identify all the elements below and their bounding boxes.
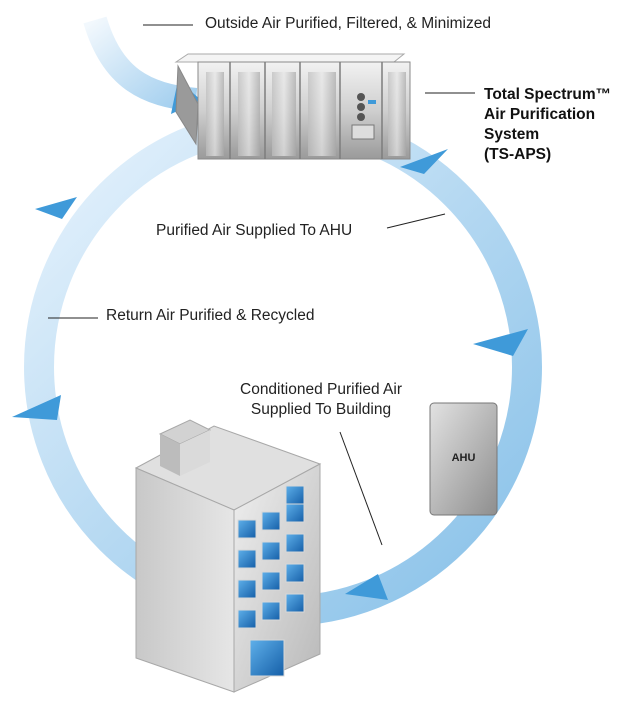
flow-arrow-icon xyxy=(400,149,448,174)
window xyxy=(285,593,305,613)
window xyxy=(285,503,305,523)
ahu-unit-image xyxy=(429,402,498,516)
window xyxy=(261,541,281,561)
window xyxy=(237,609,257,629)
flow-arrow-icon xyxy=(35,197,77,219)
system-name-line: Total Spectrum™ xyxy=(484,86,612,103)
building-door xyxy=(249,639,285,677)
flow-arrow-icon xyxy=(12,395,61,420)
conditioned-air-line: Conditioned Purified Air xyxy=(240,381,402,398)
system-name-line: Air Purification xyxy=(484,106,596,123)
ahu-unit-label: AHU xyxy=(451,452,476,464)
purified-to-ahu-label: Purified Air Supplied To AHU xyxy=(156,222,353,239)
system-name-label: Total Spectrum™ Air Purification System … xyxy=(484,85,611,165)
window xyxy=(261,571,281,591)
return-air-label: Return Air Purified & Recycled xyxy=(106,307,315,324)
system-name-line: (TS-APS) xyxy=(484,146,552,163)
window xyxy=(237,579,257,599)
system-name-line: System xyxy=(484,126,540,143)
conditioned-air-label: Conditioned Purified Air Supplied To Bui… xyxy=(223,380,419,420)
conditioned-air-leader-line xyxy=(339,431,383,546)
window xyxy=(285,563,305,583)
window xyxy=(261,601,281,621)
conditioned-air-line: Supplied To Building xyxy=(250,401,392,418)
outside-air-label: Outside Air Purified, Filtered, & Minimi… xyxy=(205,15,491,32)
window xyxy=(261,511,281,531)
window xyxy=(285,485,305,505)
flow-arrow-icon xyxy=(345,574,388,600)
building-windows xyxy=(237,485,305,677)
ts-aps-unit-image xyxy=(174,53,411,160)
flow-arrow-icon xyxy=(473,329,528,356)
building-image xyxy=(134,419,322,693)
window xyxy=(285,533,305,553)
window xyxy=(237,549,257,569)
purified-to-ahu-leader-line xyxy=(386,213,446,229)
window xyxy=(237,519,257,539)
leader-lines xyxy=(48,24,475,546)
